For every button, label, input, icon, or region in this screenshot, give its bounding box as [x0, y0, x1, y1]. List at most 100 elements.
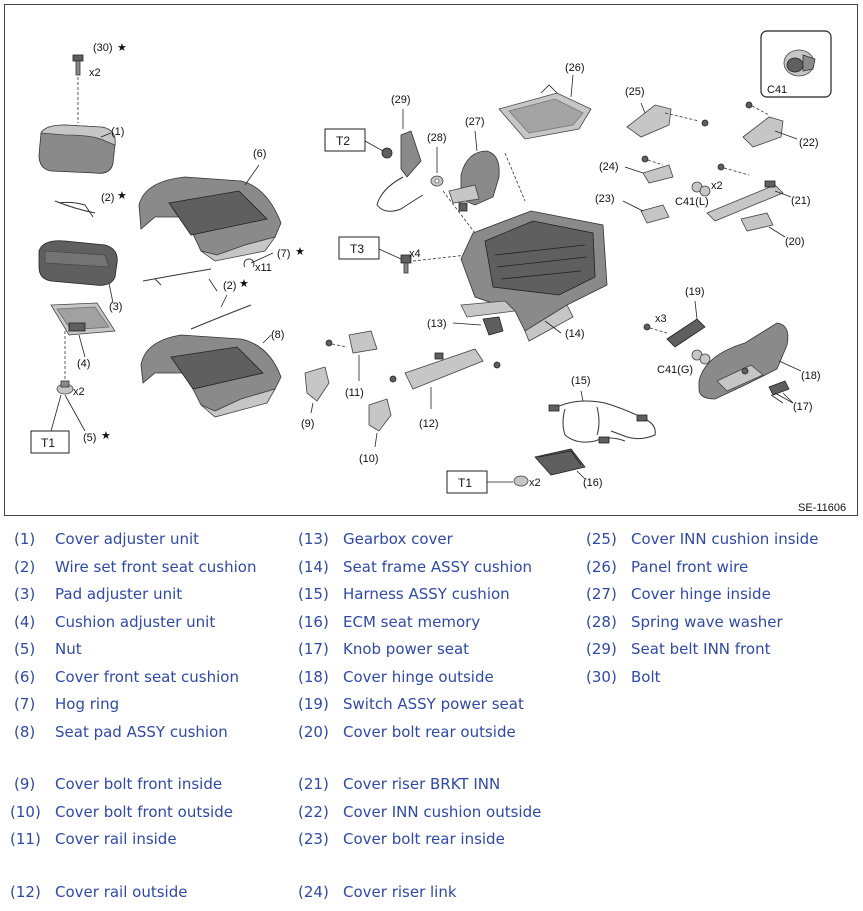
legend-item-29: (29)Seat belt INN front	[586, 640, 770, 658]
wire-set-2b	[142, 268, 252, 330]
legend-num: (26)	[586, 558, 617, 576]
c41l-label: C41(L)	[675, 196, 709, 208]
legend-item-23: (23)Cover bolt rear inside	[298, 830, 505, 848]
legend-text: Panel front wire	[631, 558, 749, 576]
legend-num: (20)	[298, 723, 329, 741]
cover-bolt-front-inside-9	[304, 366, 330, 402]
label-27: (27)	[465, 116, 485, 128]
legend-text: Cover hinge inside	[631, 585, 771, 603]
cover-adjuster-unit-1	[38, 124, 116, 174]
legend-num: (21)	[298, 775, 329, 793]
ecm-seat-memory-16	[534, 448, 586, 476]
label-1: (1)	[111, 126, 124, 138]
c41l-qty: x2	[711, 180, 723, 192]
parts-legend: (1)Cover adjuster unit (2) Wire set front…	[0, 518, 863, 911]
label-6: (6)	[253, 148, 266, 160]
legend-text: Cover hinge outside	[343, 668, 494, 686]
legend-num: (4)	[14, 613, 36, 631]
legend-num: (28)	[586, 613, 617, 631]
legend-num: (27)	[586, 585, 617, 603]
label-5: (5)	[83, 432, 96, 444]
legend-item-1: (1)Cover adjuster unit	[14, 530, 199, 548]
label-9: (9)	[301, 418, 314, 430]
legend-num: (6)	[14, 668, 36, 686]
label-5-qty: x2	[73, 386, 85, 398]
legend-text: Wire set front seat cushion	[55, 558, 257, 576]
gearbox-cover-13	[482, 316, 504, 336]
panel-front-wire-26	[498, 84, 592, 140]
label-26: (26)	[565, 62, 585, 74]
torque-label-t2: T2	[336, 134, 350, 148]
legend-item-10: (10)Cover bolt front outside	[10, 803, 233, 821]
torque-box-t1-right	[446, 470, 488, 494]
label-22: (22)	[799, 137, 819, 149]
legend-item-12: (12)Cover rail outside	[10, 883, 187, 901]
legend-num: (15)	[298, 585, 329, 603]
legend-item-6: (6)Cover front seat cushion	[14, 668, 239, 686]
legend-text: Hog ring	[55, 695, 120, 713]
legend-item-8: (8)Seat pad ASSY cushion	[14, 723, 228, 741]
diagram-code: SE-11606	[798, 502, 846, 514]
legend-num: (5)	[14, 640, 36, 658]
legend-item-24: (24)Cover riser link	[298, 883, 457, 901]
label-14: (14)	[565, 328, 585, 340]
legend-text: Seat frame ASSY cushion	[343, 558, 533, 576]
diagram-canvas: (30) ★ x2 (1) (2) ★ (3) (4) x2 (5) ★ T1	[30, 30, 846, 514]
legend-text: Cover bolt front outside	[55, 803, 233, 821]
legend-item-5: (5)Nut	[14, 640, 82, 658]
label-t3-qty: x4	[409, 248, 421, 260]
legend-text: Pad adjuster unit	[55, 585, 183, 603]
legend-item-2: (2) Wire set front seat cushion	[14, 558, 256, 576]
label-4: (4)	[77, 358, 90, 370]
label-25: (25)	[625, 86, 645, 98]
svg-text:★: ★	[295, 246, 305, 258]
label-21: (21)	[791, 195, 811, 207]
label-7: (7)	[277, 248, 290, 260]
legend-item-27: (27) Cover hinge inside	[586, 585, 771, 603]
legend-item-22: (22)Cover INN cushion outside	[298, 803, 541, 821]
connector-c41l	[691, 181, 711, 197]
legend-item-17: (17)Knob power seat	[298, 640, 469, 658]
cover-inn-cushion-outside-22	[742, 101, 784, 148]
legend-num: (12)	[10, 883, 41, 901]
cover-riser-brkt-inn-21	[706, 163, 784, 222]
label-16-qty: x2	[529, 477, 541, 489]
knob-power-seat-17	[768, 380, 790, 404]
cover-bolt-rear-inside-23	[640, 204, 670, 224]
label-2b: (2)	[223, 280, 236, 292]
legend-num: (2)	[14, 558, 36, 576]
legend-text: Switch ASSY power seat	[343, 695, 524, 713]
legend-text: Cover adjuster unit	[55, 530, 200, 548]
legend-text: Bolt	[631, 668, 661, 686]
legend-num: (14)	[298, 558, 329, 576]
legend-num: (29)	[586, 640, 617, 658]
legend-item-21: (21)Cover riser BRKT INN	[298, 775, 500, 793]
legend-item-15: (15)Harness ASSY cushion	[298, 585, 510, 603]
svg-text:★: ★	[239, 278, 249, 290]
legend-item-20: (20) Cover bolt rear outside	[298, 723, 516, 741]
legend-text: Knob power seat	[343, 640, 470, 658]
legend-text: Spring wave washer	[631, 613, 783, 631]
legend-text: Cover riser link	[343, 883, 457, 901]
legend-item-26: (26) Panel front wire	[586, 558, 748, 576]
cover-rail-inside-11	[325, 330, 378, 354]
cover-bolt-rear-outside-20	[740, 212, 774, 232]
cover-hinge-outside-18	[698, 322, 789, 400]
hog-ring-7	[243, 258, 255, 268]
torque-label-t3: T3	[350, 242, 364, 256]
label-7-qty: x11	[255, 262, 272, 274]
cover-rail-outside-12	[389, 348, 501, 390]
legend-item-25: (25)Cover INN cushion inside	[586, 530, 818, 548]
label-11: (11)	[345, 387, 364, 399]
label-18: (18)	[801, 370, 821, 382]
label-15: (15)	[571, 375, 591, 387]
c41g-label: C41(G)	[657, 364, 693, 376]
label-2a: (2)	[101, 192, 114, 204]
cover-inn-cushion-inside-25	[626, 104, 709, 138]
cover-riser-link-24	[641, 155, 674, 184]
label-19: (19)	[685, 286, 705, 298]
legend-item-28: (28) Spring wave washer	[586, 613, 783, 631]
label-17: (17)	[793, 401, 813, 413]
label-20: (20)	[785, 236, 805, 248]
legend-text: Cover bolt rear outside	[343, 723, 516, 741]
